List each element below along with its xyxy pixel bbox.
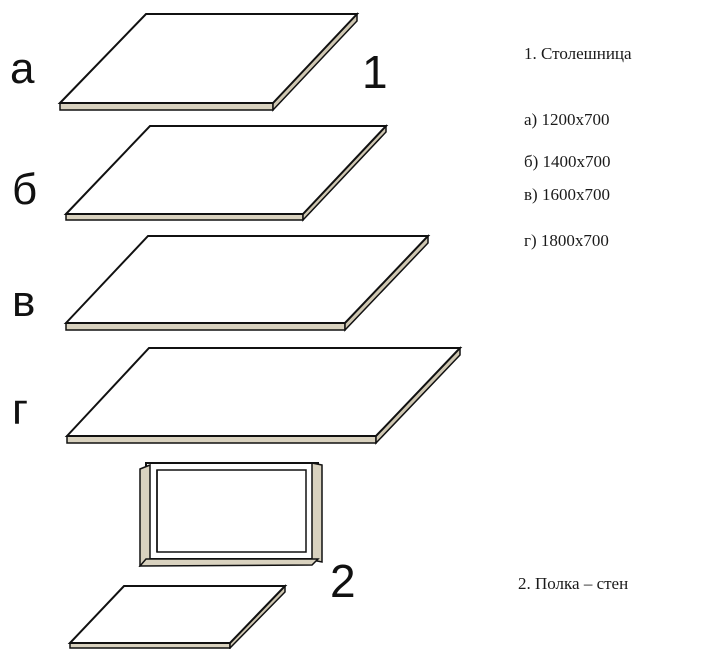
label-letter-v: в [12, 277, 35, 326]
legend-size-a: а) 1200х700 [524, 110, 610, 129]
legend-size-b: б) 1400х700 [524, 152, 611, 171]
legend-size-g: г) 1800х700 [524, 231, 609, 250]
label-letter-b: б [12, 165, 37, 214]
legend-heading-shelf: 2. Полка – стен [518, 574, 629, 593]
legend-size-v: в) 1600х700 [524, 185, 610, 204]
legend-heading-countertop: 1. Столешница [524, 44, 632, 63]
label-letter-g: г [12, 385, 28, 434]
countertop-panel-b [63, 124, 389, 222]
label-number-2: 2 [330, 555, 356, 607]
countertop-panel-a [57, 12, 360, 112]
label-letter-a: а [10, 44, 35, 93]
label-number-1: 1 [362, 46, 388, 98]
wall-shelf-frame [138, 462, 323, 568]
countertop-panel-g [64, 346, 463, 445]
shelf-board [67, 584, 288, 649]
countertop-panel-v [63, 234, 431, 332]
